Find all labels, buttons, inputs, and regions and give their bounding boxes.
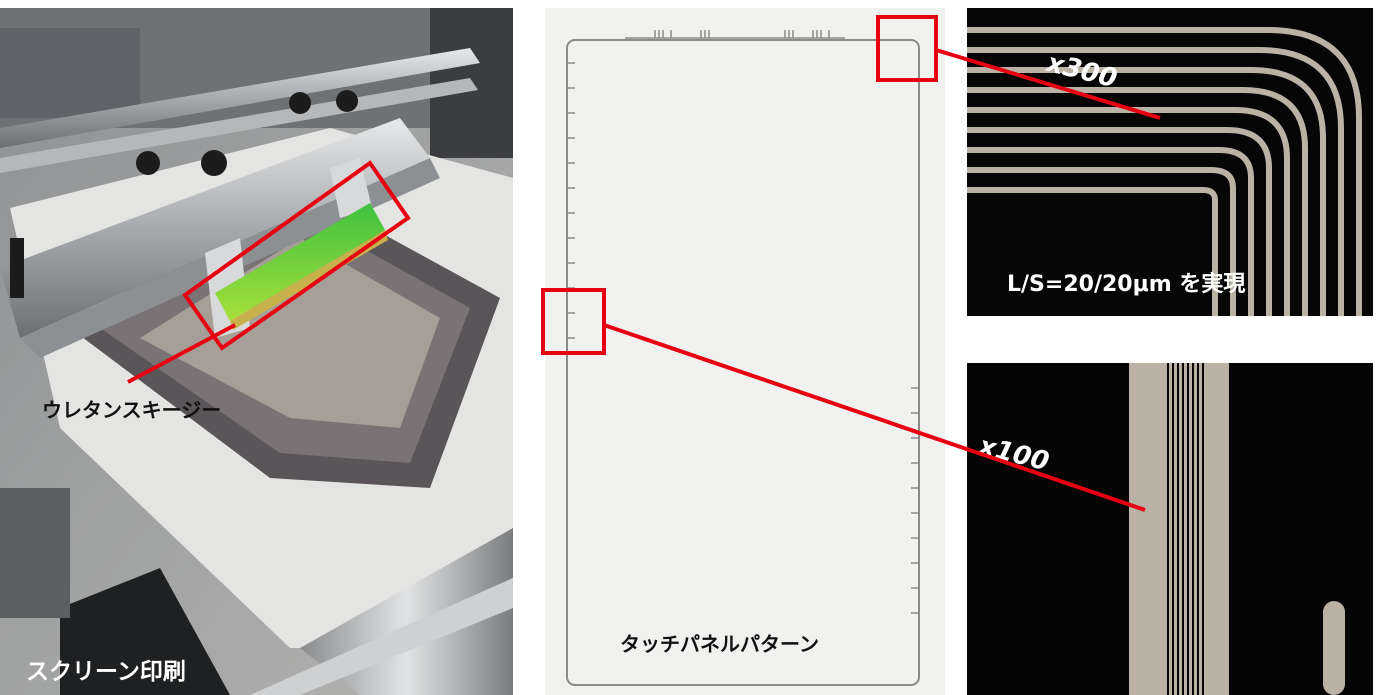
micrograph-100x: x100 <box>967 363 1373 695</box>
straight-fine-lines <box>967 363 1373 695</box>
micrograph-300x: L/S=20/20μm を実現 x300 <box>967 8 1373 316</box>
touch-panel-outline <box>566 30 920 686</box>
screen-printing-label: スクリーン印刷 <box>26 659 186 685</box>
touch-panel-pattern-image: タッチパネルパターン <box>545 8 945 695</box>
screen-printing-photo: ウレタンスキージー スクリーン印刷 <box>0 8 513 695</box>
touch-panel-pattern-label: タッチパネルパターン <box>620 632 819 656</box>
printing-machine-illustration <box>0 8 513 695</box>
ls-achieved-label: L/S=20/20μm を実現 <box>1007 272 1246 297</box>
urethane-squeegee-label: ウレタンスキージー <box>42 398 222 422</box>
